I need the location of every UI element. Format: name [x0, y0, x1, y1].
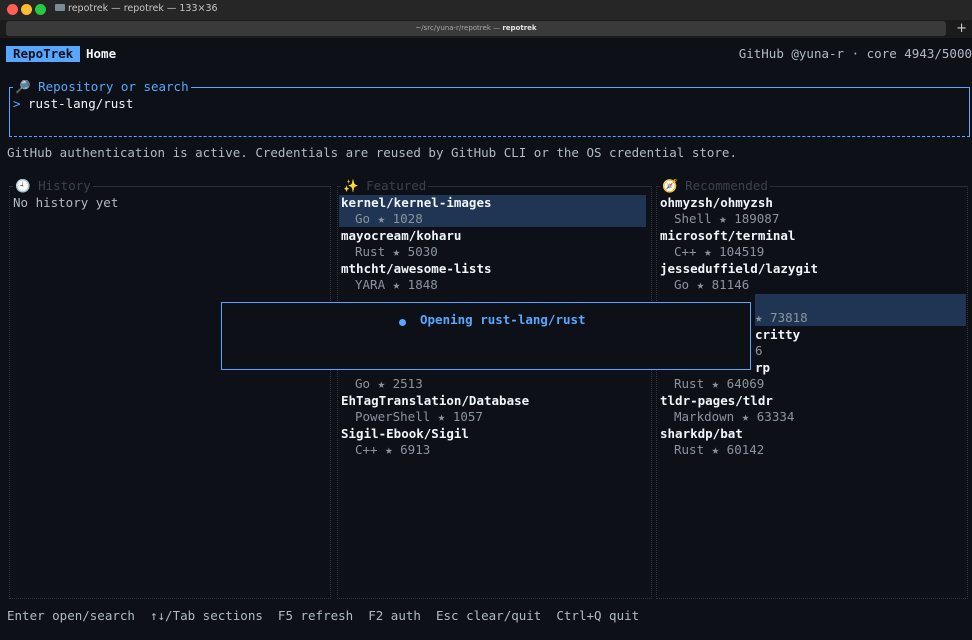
spinner-icon [399, 319, 406, 326]
account-status: GitHub @yuna-r · core 4943/5000 [738, 46, 972, 61]
repo-name: mthcht/awesome-lists [341, 261, 492, 276]
terminal-content: RepoTrek Home GitHub @yuna-r · core 4943… [0, 38, 972, 640]
repo-name: tldr-pages/tldr [660, 393, 773, 408]
tab-bar: ~/src/yuna-r/repotrek — repotrek + [0, 20, 972, 38]
history-empty: No history yet [13, 195, 119, 210]
repo-meta: 6 [755, 343, 763, 358]
minimize-window-button[interactable] [21, 4, 32, 15]
window-titlebar: repotrek — repotrek — 133×36 [0, 0, 972, 20]
repo-name: kernel/kernel-images [341, 195, 492, 210]
repo-meta: C++ ★ 6913 [355, 442, 431, 457]
repo-meta: Go ★ 1028 [355, 211, 423, 226]
featured-panel-title: ✨ Featured [341, 178, 429, 194]
repo-meta: Markdown ★ 63334 [674, 409, 795, 424]
history-panel-title: 🕘 History [13, 178, 93, 194]
page-title: Home [86, 46, 117, 61]
repo-meta: PowerShell ★ 1057 [355, 409, 483, 424]
search-input[interactable]: rust-lang/rust [28, 96, 134, 111]
featured-panel[interactable] [337, 186, 652, 599]
repo-name: Sigil-Ebook/Sigil [341, 426, 469, 441]
search-prompt: > [13, 96, 21, 111]
loading-message: Opening rust-lang/rust [420, 312, 586, 327]
repo-meta: C++ ★ 104519 [674, 244, 765, 259]
recommended-panel[interactable] [656, 186, 968, 599]
repo-meta: Rust ★ 64069 [674, 376, 765, 391]
repo-meta: Shell ★ 189087 [674, 211, 780, 226]
loading-dialog: Opening rust-lang/rust [221, 302, 751, 370]
terminal-tab[interactable]: ~/src/yuna-r/repotrek — repotrek [6, 21, 946, 36]
recommended-panel-title: 🧭 Recommended [660, 178, 770, 194]
folder-icon [55, 4, 65, 11]
repo-name: microsoft/terminal [660, 228, 796, 243]
close-window-button[interactable] [7, 4, 18, 15]
search-box-legend: 🔎 Repository or search [13, 79, 191, 95]
repo-meta: ★ 73818 [755, 310, 808, 325]
app-brand: RepoTrek [6, 46, 81, 62]
repo-name: EhTagTranslation/Database [341, 393, 530, 408]
tab-path: ~/src/yuna-r/repotrek — [415, 24, 503, 32]
repo-name: mayocream/koharu [341, 228, 462, 243]
repo-meta: Rust ★ 60142 [674, 442, 765, 457]
window-title-text: repotrek — repotrek — 133×36 [68, 3, 218, 14]
zoom-window-button[interactable] [35, 4, 46, 15]
repo-name: jesseduffield/lazygit [660, 261, 819, 276]
keybinding-hints: Enter open/search ↑↓/Tab sections F5 ref… [7, 608, 640, 623]
new-tab-button[interactable]: + [956, 21, 967, 36]
repo-name: critty [755, 327, 801, 342]
repo-meta: Go ★ 81146 [674, 277, 750, 292]
repo-name: ohmyzsh/ohmyzsh [660, 195, 773, 210]
window-title: repotrek — repotrek — 133×36 [55, 3, 218, 14]
search-box[interactable] [9, 87, 970, 137]
repo-name: rp [755, 360, 771, 375]
selected-row-highlight [755, 294, 966, 326]
repo-meta: Rust ★ 5030 [355, 244, 438, 259]
tab-app-name: repotrek [502, 24, 537, 32]
auth-message: GitHub authentication is active. Credent… [7, 145, 737, 160]
selected-row-highlight [339, 195, 646, 227]
repo-meta: Go ★ 2513 [355, 376, 423, 391]
history-panel[interactable] [9, 186, 331, 599]
repo-name: sharkdp/bat [660, 426, 743, 441]
repo-meta: YARA ★ 1848 [355, 277, 438, 292]
